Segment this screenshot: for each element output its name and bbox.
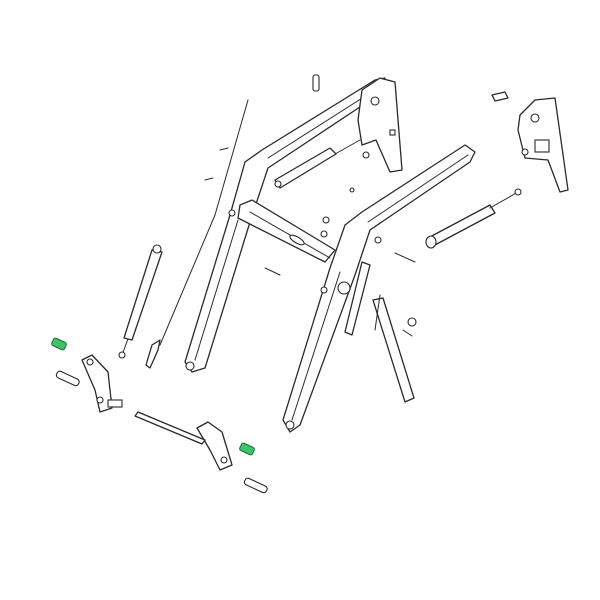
parking-stand [344,261,415,403]
bucket-cylinder [425,188,522,249]
hardware [264,187,417,337]
mount-bracket-right [196,421,233,471]
right-boom-arm [282,144,476,433]
left-upright-plate [357,77,403,173]
spring-right [239,442,255,456]
spring-left [51,337,67,351]
cross-tube [237,199,336,263]
pin-right [243,477,268,494]
cross-shaft [134,411,206,445]
pin-left [55,370,80,387]
control-rod [145,99,249,369]
pin-top [312,74,320,92]
quick-attach-bracket [491,91,569,193]
upper-cylinder [274,147,337,189]
mount-bracket-left [81,354,123,413]
left-lift-cylinder [118,244,163,359]
